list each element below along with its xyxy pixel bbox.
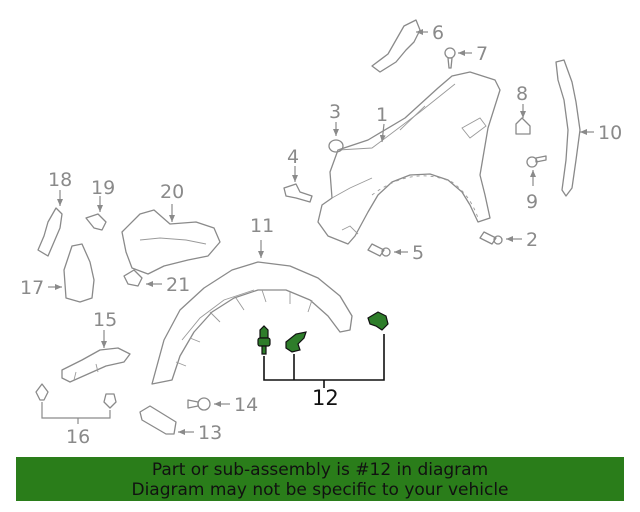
callout-6: 6 [432, 22, 444, 44]
callout-19: 19 [91, 177, 115, 199]
callout-12: 12 [312, 386, 339, 410]
bolt-part-5 [367, 243, 391, 257]
highlighted-fasteners-12 [257, 311, 389, 355]
callout-14: 14 [234, 394, 258, 416]
callout-4: 4 [287, 146, 299, 168]
banner-line-1: Part or sub-assembly is #12 in diagram [151, 460, 489, 480]
callout-7: 7 [476, 43, 488, 65]
callout-13: 13 [198, 422, 222, 444]
screw-part-7 [444, 47, 456, 69]
splash-panel-part-17 [63, 243, 95, 303]
clip-part-19 [85, 213, 107, 231]
callout-10: 10 [598, 122, 622, 144]
fender-part [317, 71, 501, 245]
info-banner: Part or sub-assembly is #12 in diagram D… [16, 457, 624, 501]
callout-16: 16 [66, 426, 90, 448]
callout-9: 9 [526, 191, 538, 213]
callout-1: 1 [376, 104, 388, 126]
grommet-part [328, 139, 344, 153]
clip-part-21 [123, 269, 143, 287]
parts-diagram: 1 2 3 4 5 6 7 8 9 10 [20, 19, 622, 448]
bracket-part-18 [37, 207, 63, 257]
callout-5: 5 [412, 242, 424, 264]
callout-20: 20 [160, 181, 184, 203]
clips-part-16 [35, 383, 117, 409]
callout-15: 15 [93, 309, 117, 331]
callout-17: 17 [20, 277, 44, 299]
banner-line-2: Diagram may not be specific to your vehi… [131, 480, 509, 500]
wheel-liner-part [151, 261, 353, 385]
callout-8: 8 [516, 83, 528, 105]
callout-18: 18 [48, 169, 72, 191]
bolt-part-2 [479, 231, 503, 245]
callout-2: 2 [526, 229, 538, 251]
callout-11: 11 [250, 215, 274, 237]
shield-part-15 [61, 347, 131, 383]
callout-21: 21 [166, 274, 190, 296]
screw-part-14 [187, 397, 211, 411]
deflector-part-13 [139, 405, 177, 435]
screw-part-9 [526, 155, 547, 168]
bracket-part-6 [371, 19, 421, 73]
clip-part-8 [515, 117, 531, 135]
inner-shield-part-20 [121, 209, 221, 275]
seal-part-10 [555, 59, 581, 197]
callout-3: 3 [329, 101, 341, 123]
bracket-part-4 [283, 183, 313, 203]
